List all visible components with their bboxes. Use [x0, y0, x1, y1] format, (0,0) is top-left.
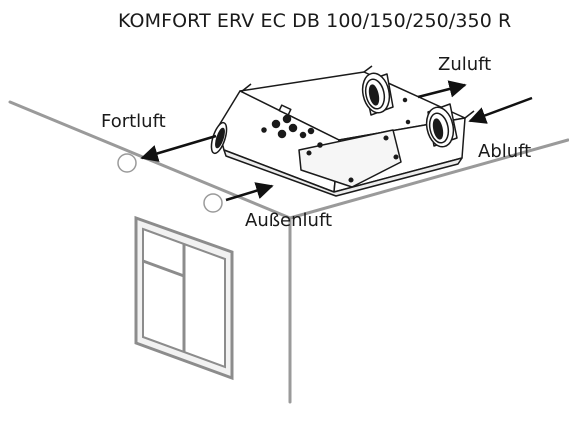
abluft-arrow: [468, 96, 533, 124]
panel-screw-4: [348, 177, 354, 183]
zuluft-spigot-core: [368, 84, 380, 106]
ventilation-unit: [210, 65, 475, 197]
window: [134, 215, 234, 381]
zuluft-label: Zuluft: [438, 54, 492, 75]
side-vent-1: [402, 97, 408, 103]
connector-5: [299, 131, 307, 139]
left-spigot-inner: [215, 127, 225, 149]
fortluft-arrow: [140, 134, 217, 162]
connector-4: [277, 129, 287, 139]
zuluft-arrow: [417, 80, 467, 99]
diagram-title: KOMFORT ERV EC DB 100/150/250/350 R: [118, 10, 512, 32]
airflow-arrows: [140, 80, 533, 202]
aussenluft-wall-opening: [203, 193, 223, 213]
fortluft-wall-opening: [117, 153, 137, 173]
fortluft-label: Fortluft: [101, 111, 166, 132]
service-panel: [298, 129, 402, 188]
aussenluft-label: Außenluft: [245, 210, 333, 231]
panel-screw-3: [393, 154, 399, 160]
bracket-right: [464, 110, 475, 119]
panel-screw-1: [306, 150, 312, 156]
bracket-top: [363, 65, 373, 73]
side-vent-2: [405, 119, 411, 125]
control-display: [278, 104, 292, 116]
connector-3: [288, 123, 298, 133]
bracket-left: [240, 83, 252, 93]
abluft-spigot-core: [432, 118, 444, 140]
connector-6: [307, 127, 315, 135]
connector-1: [271, 119, 281, 129]
aussenluft-arrow: [225, 182, 274, 202]
connector-8: [317, 142, 323, 148]
unit-bottom: [223, 149, 463, 197]
window-transom: [142, 259, 185, 278]
connector-2: [282, 114, 292, 124]
right-ceiling-edge: [288, 138, 569, 220]
abluft-label: Abluft: [478, 141, 532, 162]
panel-screw-2: [383, 135, 389, 141]
connector-7: [261, 127, 267, 133]
